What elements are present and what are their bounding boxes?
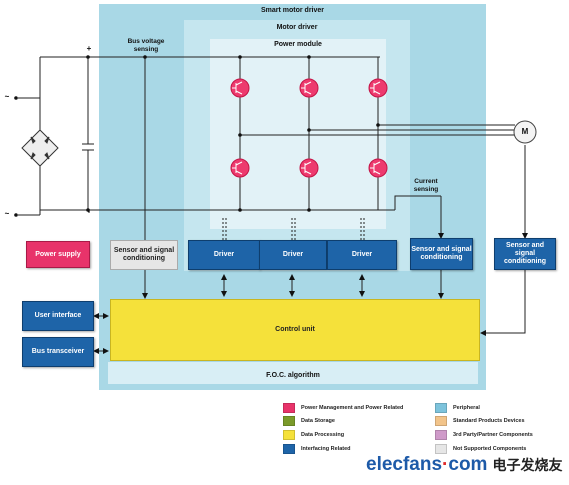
- user-interface-block: User interface: [22, 301, 94, 331]
- legend-item: Data Processing: [283, 430, 344, 440]
- bus-minus-label: -: [87, 207, 91, 216]
- legend-item: Peripheral: [435, 403, 480, 413]
- legend-swatch: [435, 430, 447, 440]
- watermark-dot: ·: [442, 454, 449, 475]
- legend-label: Standard Products Devices: [453, 418, 525, 424]
- legend-item: Data Storage: [283, 416, 335, 426]
- current-sensor-block: Sensor and signal conditioning: [410, 238, 473, 270]
- legend-item: Standard Products Devices: [435, 416, 525, 426]
- power-module-title: Power module: [274, 41, 322, 48]
- watermark-site: elecfans: [366, 454, 443, 475]
- legend-swatch: [283, 403, 295, 413]
- legend-item: Power Management and Power Related: [283, 403, 403, 413]
- legend-swatch: [283, 430, 295, 440]
- watermark-tld: com: [448, 454, 488, 475]
- driver-block-3: Driver: [327, 240, 397, 270]
- legend-label: Data Storage: [301, 418, 335, 424]
- bus-voltage-sensor-block: Sensor and signal conditioning: [110, 240, 178, 270]
- motor-feedback-sensor-block: Sensor and signal conditioning: [494, 238, 556, 270]
- control-unit-block: Control unit: [110, 299, 480, 361]
- legend-swatch: [435, 416, 447, 426]
- legend-label: Peripheral: [453, 405, 480, 411]
- motor-driver-title: Motor driver: [276, 24, 318, 31]
- ac-input-bottom-label: ~: [4, 209, 10, 218]
- legend-label: Power Management and Power Related: [301, 405, 404, 411]
- legend-item: Interfacing Related: [283, 444, 351, 454]
- driver-block-1: Driver: [188, 240, 260, 270]
- foc-title: F.O.C. algorithm: [266, 372, 320, 379]
- legend-label: Interfacing Related: [301, 446, 351, 452]
- watermark: elecfans · com 电子发烧友: [366, 454, 562, 478]
- foc-region: [108, 362, 478, 384]
- legend-swatch: [435, 444, 447, 454]
- bus-transceiver-block: Bus transceiver: [22, 337, 94, 367]
- legend-swatch: [435, 403, 447, 413]
- bus-plus-label: +: [86, 44, 92, 53]
- legend-item: 3rd Party/Partner Components: [435, 430, 533, 440]
- smart-motor-driver-title: Smart motor driver: [260, 7, 325, 14]
- motor-label: M: [521, 127, 529, 136]
- driver-block-2: Driver: [259, 240, 327, 270]
- legend-swatch: [283, 416, 295, 426]
- ac-input-top-label: ~: [4, 92, 10, 101]
- motor-icon: [513, 120, 537, 144]
- rectifier-bridge: [21, 129, 59, 167]
- bus-voltage-sensing-label: Bus voltage sensing: [127, 38, 165, 53]
- watermark-cn: 电子发烧友: [492, 457, 563, 473]
- legend-label: Not Supported Components: [453, 446, 527, 452]
- power-supply-block: Power supply: [26, 241, 90, 268]
- legend-label: Data Processing: [301, 432, 345, 438]
- legend-item: Not Supported Components: [435, 444, 526, 454]
- legend-swatch: [283, 444, 295, 454]
- legend-label: 3rd Party/Partner Components: [453, 432, 533, 438]
- current-sensing-label: Current sensing: [413, 178, 439, 193]
